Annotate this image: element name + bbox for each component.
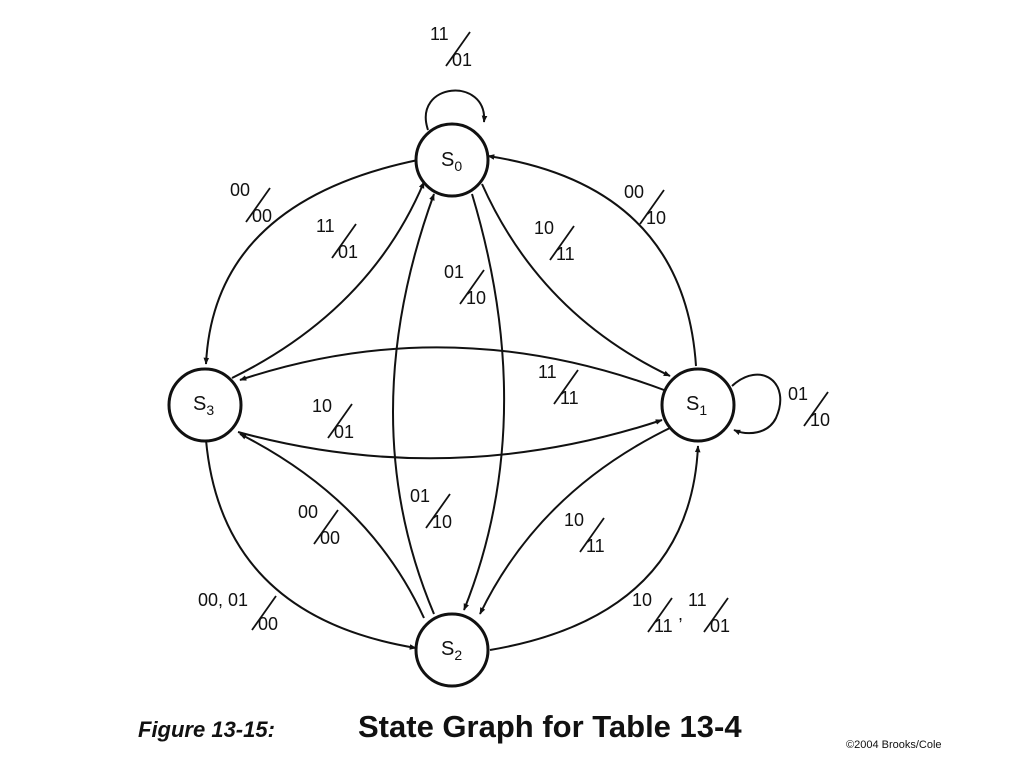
label-s2-s3: 00 00 [298,502,340,548]
edge-s2-to-s0 [392,193,435,615]
label-s0-s2-output: 10 [466,288,486,308]
copyright-notice: ©2004 Brooks/Cole [846,739,942,751]
label-s3-s1-output: 01 [334,422,354,442]
state-s0: S0 [414,122,490,198]
label-s1-self-input: 01 [788,384,808,404]
label-s1-s3: 11 11 [538,362,579,408]
edge-s0-to-s3-outer [203,159,419,365]
figure-title: State Graph for Table 13-4 [358,709,742,744]
svg-text:S2: S2 [441,638,462,663]
label-s0-self-input: 11 [430,24,449,44]
label-s1-s0-outer-input: 00 [624,182,644,202]
state-s2: S2 [414,612,490,688]
label-s3-s0-inner: 11 01 [316,216,358,262]
label-s0-s3-outer-input: 00 [230,180,250,200]
label-s3-s0-inner-input: 11 [316,216,335,236]
label-s2-s0-output: 10 [432,512,452,532]
label-s1-s3-output: 11 [560,388,579,408]
edge-s3-to-s1 [237,419,663,460]
label-s1-self: 01 10 [788,384,830,430]
state-s3-index: 3 [206,402,214,418]
label-s2-s1-b-input: 11 [688,590,707,610]
edge-s1-self-loop [731,373,782,436]
state-s3-letter: S [193,393,206,415]
label-s0-s1-inner: 10 11 [534,218,575,264]
label-s2-s0: 01 10 [410,486,452,532]
edge-s0-to-s1-inner [481,183,671,377]
edge-s0-to-s2 [463,193,506,611]
figure-number: Figure 13-15: [138,717,275,742]
label-s3-s2-input: 00, 01 [198,590,248,610]
label-s0-s3-outer: 00 00 [230,180,272,226]
label-s1-s0-outer: 00 10 [624,182,666,228]
label-s2-s3-input: 00 [298,502,318,522]
label-s2-s3-output: 00 [320,528,340,548]
edge-s2-to-s3 [239,433,425,619]
edge-s2-to-s1 [489,445,701,651]
label-s1-s3-input: 11 [538,362,557,382]
state-s2-index: 2 [454,647,462,663]
label-s3-s2: 00, 01 00 [198,590,278,634]
label-s0-s1-inner-output: 11 [556,244,575,264]
label-s2-s1-a-input: 10 [632,590,652,610]
state-s1-letter: S [686,393,699,415]
label-s0-self: 11 01 [430,24,472,70]
label-s1-s2: 10 11 [564,510,605,556]
label-s1-s0-outer-output: 10 [646,208,666,228]
label-s2-s1-a-output: 11 [654,616,673,636]
label-s1-s2-output: 11 [586,536,605,556]
label-s3-s2-output: 00 [258,614,278,634]
state-s1: S1 [660,367,736,443]
svg-text:S0: S0 [441,149,462,174]
label-s2-s0-input: 01 [410,486,430,506]
label-s3-s1-input: 10 [312,396,332,416]
label-s0-s2: 01 10 [444,262,486,308]
label-s1-self-output: 10 [810,410,830,430]
svg-text:S1: S1 [686,393,707,418]
label-s3-s0-inner-output: 01 [338,242,358,262]
state-s3: S3 [167,367,243,443]
state-s1-index: 1 [699,402,707,418]
edge-s3-to-s2 [205,439,417,650]
label-s1-s2-input: 10 [564,510,584,530]
label-s0-s1-inner-input: 10 [534,218,554,238]
label-s0-s2-input: 01 [444,262,464,282]
state-s0-letter: S [441,149,454,171]
label-s0-s3-outer-output: 00 [252,206,272,226]
state-s2-letter: S [441,638,454,660]
edge-s1-to-s3 [239,346,665,391]
label-s3-s1: 10 01 [312,396,354,442]
label-s2-s1-b-output: 01 [710,616,730,636]
edge-s1-to-s2 [479,425,675,615]
edge-s1-to-s0-outer [487,154,697,367]
svg-text:S3: S3 [193,393,214,418]
state-s0-index: 0 [454,158,462,174]
edge-s3-to-s0-inner [231,181,425,379]
label-s0-self-output: 01 [452,50,472,70]
edge-s0-self-loop [424,89,488,131]
label-s2-s1: 10 11 , 11 01 [632,590,730,636]
label-s2-s1-separator: , [678,604,683,624]
